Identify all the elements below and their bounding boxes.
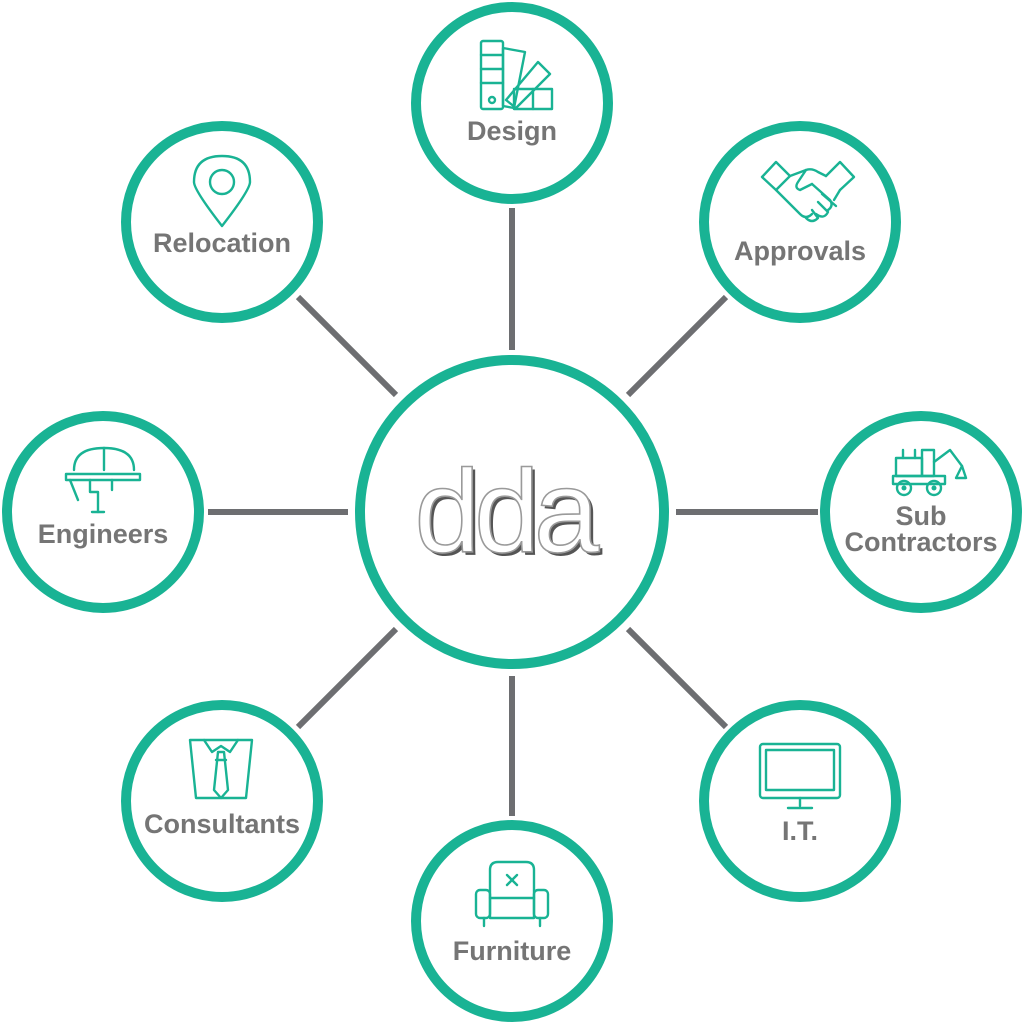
connector-it xyxy=(625,626,729,730)
node-label: Design xyxy=(467,116,557,146)
node-label: Approvals xyxy=(734,236,866,266)
node-approvals[interactable]: Approvals xyxy=(699,121,901,323)
connector-consultants xyxy=(295,626,399,730)
node-relocation[interactable]: Relocation xyxy=(121,121,323,323)
node-label: I.T. xyxy=(782,816,818,846)
node-ring xyxy=(411,2,613,204)
hub-ring xyxy=(355,355,669,669)
node-label: Engineers xyxy=(38,519,169,549)
node-ring xyxy=(121,700,323,902)
node-design[interactable]: Design xyxy=(411,2,613,204)
monitor-icon xyxy=(758,742,842,810)
node-label-line-1: Sub xyxy=(896,501,947,531)
map-pin-icon xyxy=(192,154,252,228)
node-sub-contractors[interactable]: Sub Contractors xyxy=(820,411,1022,613)
node-label: Consultants xyxy=(144,809,300,839)
node-label: Relocation xyxy=(153,228,291,258)
shirt-tie-icon xyxy=(188,738,254,800)
node-it[interactable]: I.T. xyxy=(699,700,901,902)
node-label: Furniture xyxy=(453,936,572,966)
connector-approvals xyxy=(625,294,729,398)
hard-hat-icon xyxy=(64,446,142,514)
node-label-line-2: Contractors xyxy=(844,527,997,557)
connector-relocation xyxy=(295,294,399,398)
node-ring xyxy=(820,411,1022,613)
excavator-icon xyxy=(891,448,968,497)
dda-logo: dda xyxy=(415,446,600,578)
node-furniture[interactable]: Furniture xyxy=(411,820,613,1022)
node-ring xyxy=(699,121,901,323)
node-engineers[interactable]: Engineers xyxy=(2,411,204,613)
node-ring xyxy=(411,820,613,1022)
handshake-icon xyxy=(760,160,856,223)
node-consultants[interactable]: Consultants xyxy=(121,700,323,902)
connectors xyxy=(208,208,818,816)
node-ring xyxy=(121,121,323,323)
armchair-icon xyxy=(474,860,550,928)
logo-shadow: dda xyxy=(418,449,603,581)
color-swatch-icon xyxy=(479,39,554,111)
hub[interactable]: dda dda xyxy=(355,355,669,669)
